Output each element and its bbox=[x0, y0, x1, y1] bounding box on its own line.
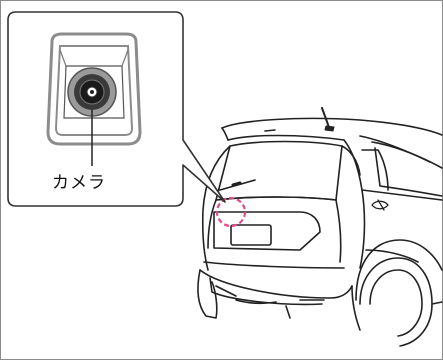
camera-label: カメラ bbox=[52, 168, 106, 193]
